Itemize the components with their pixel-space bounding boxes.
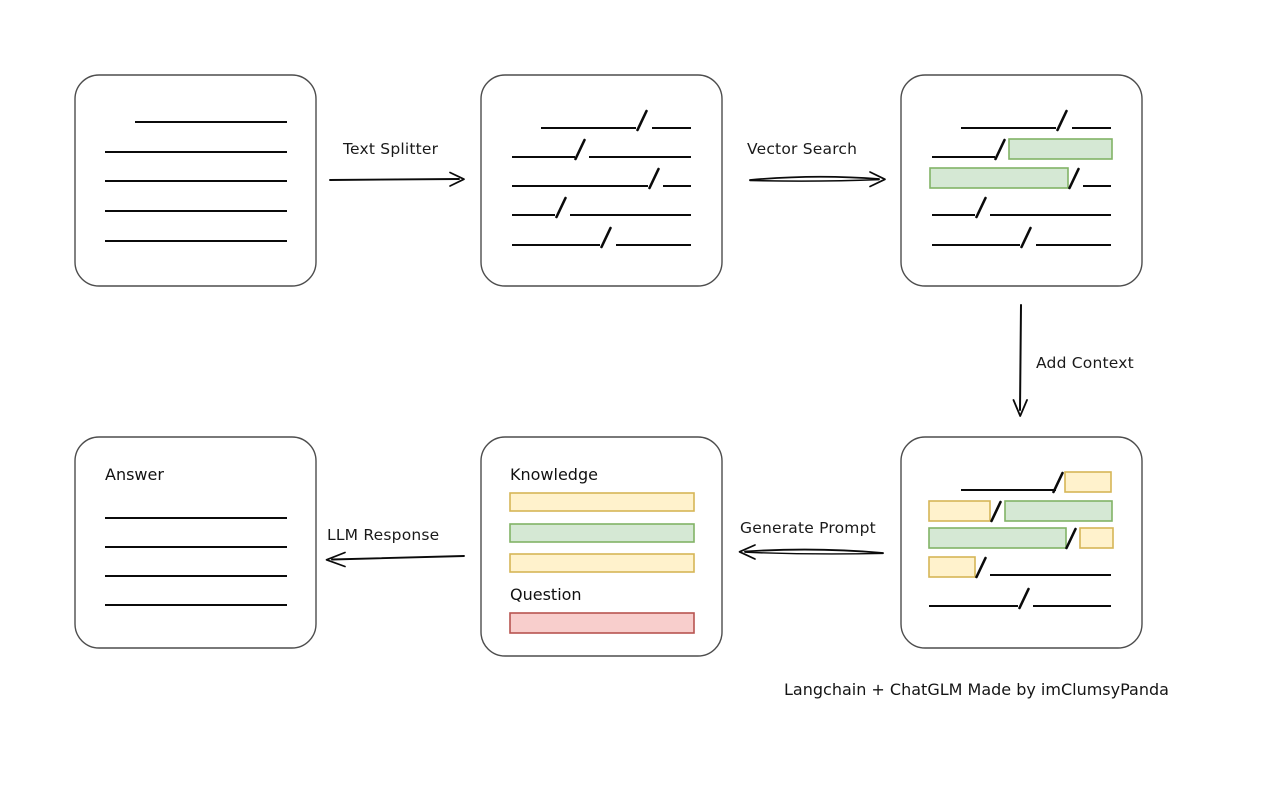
highlight-bar-yellow [1064, 471, 1112, 493]
highlight-bar-green [1004, 500, 1113, 522]
slash-separator [1068, 167, 1080, 190]
slash-separator [1020, 226, 1032, 249]
slash-separator [636, 109, 648, 132]
arrow-vector-search [749, 171, 886, 188]
slash-separator [975, 196, 987, 219]
knowledge-bar-2 [509, 523, 695, 543]
slash-separator [648, 167, 660, 190]
slash-separator [1018, 587, 1030, 610]
arrow-label-llm-response: LLM Response [327, 526, 440, 544]
slash-separator [600, 226, 612, 249]
slash-separator [1052, 471, 1064, 494]
knowledge-heading: Knowledge [510, 465, 598, 484]
slash-separator [975, 556, 987, 579]
question-heading: Question [510, 585, 582, 604]
slash-separator [1056, 109, 1068, 132]
highlight-bar-yellow [928, 500, 991, 522]
answer-box-heading: Answer [105, 465, 164, 484]
arrow-add-context [1012, 304, 1028, 417]
question-bar-1 [509, 612, 695, 634]
box-split-chunks [480, 74, 723, 287]
arrow-label-add-context: Add Context [1036, 354, 1134, 372]
highlight-bar-yellow [928, 556, 976, 578]
box-answer [74, 436, 317, 649]
box-contents [105, 109, 1114, 634]
arrow-label-generate-prompt: Generate Prompt [740, 519, 876, 537]
slash-separator [994, 138, 1006, 161]
highlight-bar-green [928, 527, 1067, 549]
arrow-text-splitter [329, 171, 465, 187]
slash-separator [1065, 527, 1077, 550]
slash-separator [574, 138, 586, 161]
footer-credit: Langchain + ChatGLM Made by imClumsyPand… [784, 680, 1169, 699]
highlight-bar-green [1008, 138, 1113, 160]
arrow-label-vector-search: Vector Search [747, 140, 858, 158]
flow-arrows [325, 171, 1028, 568]
slash-separator [555, 196, 567, 219]
box-prompt [480, 436, 723, 657]
knowledge-bar-1 [509, 492, 695, 512]
arrow-llm-response [325, 551, 465, 568]
slash-separator [990, 500, 1002, 523]
arrow-label-text-splitter: Text Splitter [343, 140, 439, 158]
highlight-bar-green [929, 167, 1069, 189]
highlight-bar-yellow [1079, 527, 1114, 549]
knowledge-bar-3 [509, 553, 695, 573]
arrow-generate-prompt [738, 544, 884, 560]
